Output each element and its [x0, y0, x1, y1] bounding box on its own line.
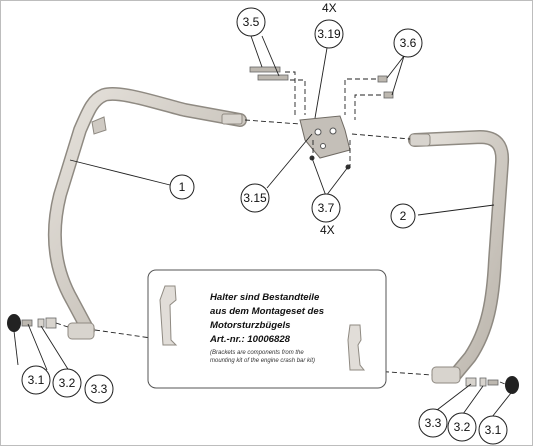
note-line-2: aus dem Montageset des: [210, 306, 324, 317]
callout-2: 2: [390, 203, 416, 229]
end-cap-left: [7, 314, 57, 332]
quantity-label-bottom: 4X: [320, 223, 335, 237]
callout-3-5: 3.5: [236, 7, 266, 37]
svg-text:3.1: 3.1: [28, 373, 45, 387]
svg-text:3.3: 3.3: [425, 416, 442, 430]
note-line-1: Halter sind Bestandteile: [210, 292, 320, 303]
svg-text:1: 1: [179, 180, 186, 194]
callout-3-2-right: 3.2: [447, 412, 477, 442]
svg-text:3.15: 3.15: [243, 191, 267, 205]
bracket-left-illustration: [159, 285, 178, 346]
quantity-label-top: 4X: [322, 1, 337, 15]
bolt-set-3-5: [249, 66, 289, 81]
crash-bar-right: [408, 130, 510, 384]
note-article-number: Art.-nr.: 10006828: [209, 334, 291, 345]
crash-bar-left: [47, 87, 247, 340]
svg-text:3.2: 3.2: [454, 420, 471, 434]
note-line-3: Motorsturzbügels: [210, 320, 290, 331]
callout-3-6: 3.6: [393, 28, 423, 58]
callout-3-19: 3.19: [314, 19, 344, 49]
inset-note-box: Halter sind Bestandteile aus dem Montage…: [147, 269, 387, 389]
callout-3-3-left: 3.3: [84, 374, 114, 404]
callout-3-1-left: 3.1: [21, 365, 51, 395]
svg-text:3.6: 3.6: [400, 36, 417, 50]
callout-3-3-right: 3.3: [418, 408, 448, 438]
center-bracket-plate: [299, 115, 351, 159]
svg-text:3.3: 3.3: [91, 382, 108, 396]
callout-3-15: 3.15: [240, 183, 270, 213]
note-english-2: mounting kit of the engine crash bar kit…: [210, 358, 315, 364]
callout-1: 1: [169, 174, 195, 200]
svg-text:3.2: 3.2: [59, 376, 76, 390]
nut-set-3-6: [377, 75, 394, 99]
note-english-1: (Brackets are components from the: [210, 350, 304, 356]
svg-text:3.5: 3.5: [243, 15, 260, 29]
svg-text:3.19: 3.19: [317, 27, 341, 41]
svg-text:3.7: 3.7: [318, 201, 335, 215]
callout-3-2-left: 3.2: [52, 368, 82, 398]
svg-text:3.1: 3.1: [485, 423, 502, 437]
leader-lines: [13, 35, 512, 418]
svg-text:2: 2: [400, 209, 407, 223]
callout-3-1-right: 3.1: [478, 415, 508, 445]
bracket-right-illustration: [347, 324, 366, 371]
end-cap-right: [465, 376, 519, 394]
callout-3-7: 3.7: [311, 193, 341, 223]
